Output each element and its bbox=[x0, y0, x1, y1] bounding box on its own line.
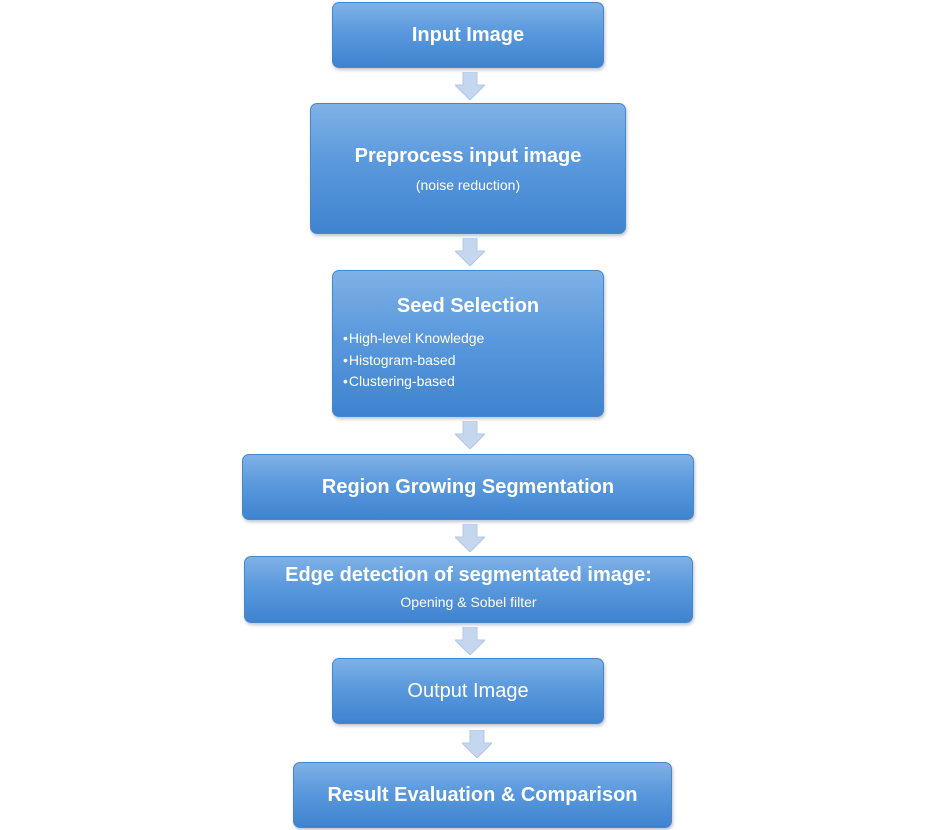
step-preprocess: Preprocess input image (noise reduction) bbox=[310, 103, 626, 234]
step-edge-detection: Edge detection of segmentated image: Ope… bbox=[244, 556, 693, 623]
step-title: Edge detection of segmentated image: bbox=[285, 564, 652, 586]
down-arrow-icon bbox=[455, 421, 485, 449]
down-arrow-icon bbox=[455, 72, 485, 100]
step-title: Preprocess input image bbox=[354, 144, 582, 167]
step-subtitle: (noise reduction) bbox=[415, 176, 521, 193]
step-title: Input Image bbox=[411, 24, 525, 46]
down-arrow-icon bbox=[462, 730, 492, 758]
step-seed-selection: Seed Selection •High-level Knowledge •Hi… bbox=[332, 270, 604, 417]
list-item: •Clustering-based bbox=[343, 373, 455, 390]
down-arrow-icon bbox=[455, 524, 485, 552]
list-item: •Histogram-based bbox=[343, 351, 456, 368]
step-subtitle: Opening & Sobel filter bbox=[400, 594, 537, 610]
step-title: Result Evaluation & Comparison bbox=[327, 784, 638, 806]
down-arrow-icon bbox=[455, 627, 485, 655]
step-result-evaluation: Result Evaluation & Comparison bbox=[293, 762, 672, 828]
step-title: Region Growing Segmentation bbox=[321, 476, 615, 498]
step-title: Output Image bbox=[407, 680, 529, 702]
seed-methods-list: •High-level Knowledge •Histogram-based •… bbox=[333, 328, 484, 393]
step-region-growing: Region Growing Segmentation bbox=[242, 454, 694, 520]
list-item: •High-level Knowledge bbox=[343, 330, 485, 347]
down-arrow-icon bbox=[455, 238, 485, 266]
step-input-image: Input Image bbox=[332, 2, 604, 68]
step-output-image: Output Image bbox=[332, 658, 604, 724]
step-title: Seed Selection bbox=[396, 295, 540, 318]
